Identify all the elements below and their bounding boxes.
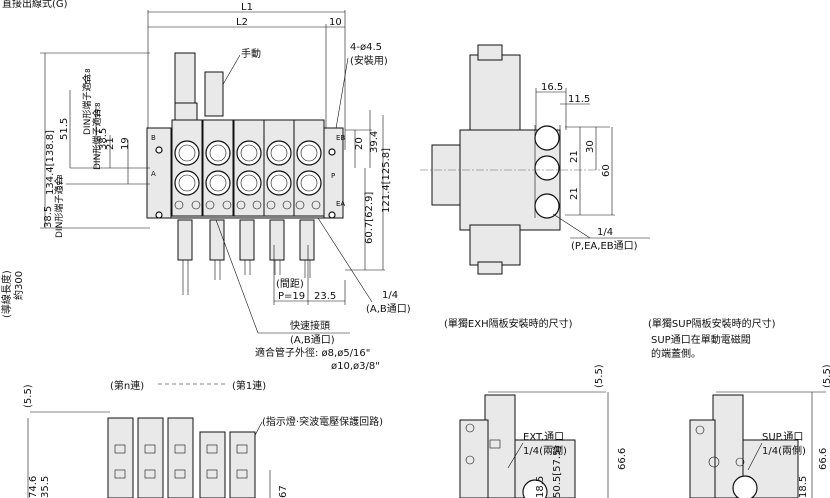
sup-dim-5-5: (5.5) — [822, 364, 830, 388]
dim-52-8: 52.8 — [84, 68, 92, 84]
dim-39-4: 39.4 — [369, 131, 380, 153]
sup-note-2: 的端蓋側。 — [651, 347, 701, 360]
quick-note: (A,B通口) — [290, 334, 335, 346]
dim-121: 121.4[125.8] — [381, 148, 392, 213]
mark-eb: EB — [336, 134, 345, 142]
pitch-value: P=19 — [278, 291, 305, 302]
exh-heading: (單獨EXH隔板安裝時的尺寸) — [444, 317, 573, 330]
front-view: (5.5) (第n連) (第1連) (指示燈·突波電壓保護回路) 74.6 35… — [23, 379, 383, 498]
ab-port-note: (A,B通口) — [366, 303, 411, 315]
side-dim-30: 30 — [585, 140, 596, 153]
quick-label: 快速接頭 — [290, 319, 330, 332]
right-vertical-dimensions: 20 39.4 121.4[125.8] 60.7[62.9] — [345, 110, 392, 271]
pitch-dimensions: (間距) P=19 23.5 1/4 (A,B通口) — [273, 217, 411, 315]
lead-label: (導線長度) — [0, 270, 13, 318]
manual-label: 手動 — [241, 47, 261, 60]
overall-length-dimensions: L1 L2 10 — [147, 2, 346, 155]
sup-heading: (單獨SUP隔板安裝時的尺寸) — [648, 317, 776, 330]
exh-spacer-view: (單獨EXH隔板安裝時的尺寸) (5.5) EXT.通口 1/4(兩側) 66.… — [444, 317, 628, 498]
front-dim-74-6: 74.6 — [28, 476, 39, 498]
dim-60-7: 60.7[62.9] — [364, 192, 375, 244]
dim-10: 10 — [329, 17, 342, 28]
exh-dim-66-6: 66.6 — [617, 448, 628, 470]
sup-port: SUP.通口 — [762, 431, 803, 443]
sup-dim-66-6: 66.6 — [818, 448, 829, 470]
din-b: DIN形端子適合 — [53, 177, 65, 238]
exh-dim-50-5: 50.5[57.5] — [552, 446, 563, 498]
dim-L2: L2 — [236, 17, 248, 28]
pitch-label: (間距) — [276, 278, 304, 290]
front-dim-67: 67 — [278, 485, 289, 498]
exh-port: EXT.通口 — [523, 431, 564, 443]
mark-b: B — [151, 134, 156, 142]
side-dim-21a: 21 — [569, 150, 580, 163]
front-dim-35-5: 35.5 — [40, 476, 51, 498]
sup-port-2: 1/4(兩側) — [762, 444, 806, 457]
sup-spacer-view: (單獨SUP隔板安裝時的尺寸) SUP通口在單動電磁閥 的端蓋側。 (5.5) … — [648, 317, 830, 498]
sup-dim-18-5: 18.5 — [798, 476, 809, 498]
exh-port-2: 1/4(兩側) — [523, 444, 567, 457]
quick-connector-callout: 快速接頭 (A,B通口) 適合管子外徑: ø8,ø5/16" ø10,ø3/8" — [215, 219, 380, 372]
side-dim-16-5: 16.5 — [541, 82, 563, 93]
dim-19: 19 — [120, 137, 131, 150]
mark-ea: EA — [336, 200, 345, 208]
hole-note: (安裝用) — [350, 54, 388, 67]
mark-a: A — [151, 170, 156, 178]
hole-label: 4-ø4.5 — [350, 42, 382, 53]
dim-300: 約300 — [12, 271, 25, 300]
manifold-top-view: B A P EB EA — [146, 52, 345, 295]
side-dim-11-5: 11.5 — [568, 94, 590, 105]
dim-134: 134.4[138.8] — [45, 130, 56, 195]
side-dim-21b: 21 — [569, 187, 580, 200]
side-port: 1/4 — [597, 227, 613, 238]
indicator-label: (指示燈·突波電壓保護回路) — [262, 415, 383, 428]
side-view: 16.5 11.5 21 30 21 60 1/4 (P,EA,EB通口) — [420, 44, 650, 275]
sup-note-1: SUP通口在單動電磁閥 — [651, 333, 751, 346]
dim-21a: 21 — [105, 137, 116, 150]
dim-39-8a: 39.8 — [94, 102, 102, 118]
dim-39-8b: 39.8 — [56, 174, 64, 190]
din-b-top: DIN形端子適合 — [91, 109, 103, 170]
dim-23-5: 23.5 — [314, 291, 336, 302]
mark-p: P — [331, 172, 335, 180]
side-port-note: (P,EA,EB通口) — [571, 240, 638, 252]
first-station: (第1連) — [232, 379, 266, 392]
tube-size: 適合管子外徑: ø8,ø5/16" — [255, 346, 370, 359]
dim-20: 20 — [354, 137, 365, 150]
exh-dim-5-5: (5.5) — [594, 364, 605, 388]
nth-station: (第n連) — [110, 379, 144, 392]
dim-38-5b: 38.5 — [43, 206, 54, 228]
tube-size-2: ø10,ø3/8" — [331, 361, 380, 372]
exh-dim-18-5: 18.5 — [535, 476, 546, 498]
title: 直接出線式(G) — [2, 0, 68, 10]
din-a: DIN形端子適合 — [81, 74, 93, 135]
dim-51-5: 51.5 — [59, 118, 70, 140]
front-dim-5-5: (5.5) — [23, 384, 34, 408]
side-dim-60: 60 — [601, 164, 612, 177]
dim-38-5a: 38.5 — [98, 128, 109, 150]
dim-L1: L1 — [241, 2, 253, 13]
ab-port: 1/4 — [382, 290, 398, 301]
left-vertical-dimensions: 134.4[138.8] 51.5 DIN形端子適合 52.8 38.5 DIN… — [0, 52, 150, 318]
